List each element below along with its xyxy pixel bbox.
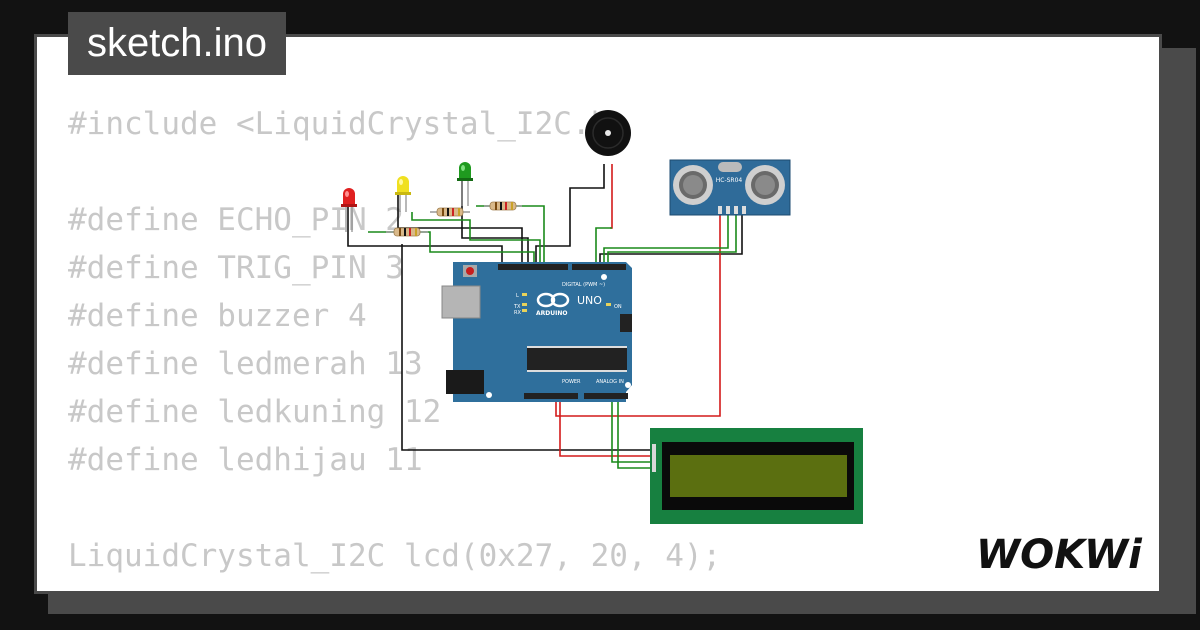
wire-yellow-led-cathode <box>397 192 523 266</box>
code-line-buzzer: #define buzzer 4 <box>68 298 367 334</box>
wire-lcd-scl <box>617 398 658 469</box>
code-line-ledkuning: #define ledkuning 12 <box>68 394 442 430</box>
wires <box>347 164 743 469</box>
arduino-rx-label: RX <box>514 310 521 316</box>
wire-yellow-led-signal <box>411 212 541 266</box>
lcd-display <box>650 428 863 524</box>
code-line-ledhijau: #define ledhijau 11 <box>68 442 423 478</box>
code-line-lcd: LiquidCrystal_I2C lcd(0x27, 20, 4); <box>68 538 722 574</box>
arduino-power-label: POWER <box>562 379 581 385</box>
wire-sensor-trig <box>603 212 729 266</box>
wire-buzzer-gnd <box>535 164 605 266</box>
wokwi-logo[interactable]: WOKWi <box>976 524 1152 580</box>
arduino-analog-label: ANALOG IN <box>596 379 624 385</box>
led-green <box>457 162 473 206</box>
wire-red-led-signal <box>368 231 535 266</box>
resistor-yellow-led <box>430 207 470 217</box>
arduino-brand-label: ARDUINO <box>536 310 567 317</box>
arduino-tx-label: TX <box>513 304 521 310</box>
wokwi-logo-text: WOKWi <box>976 532 1143 578</box>
file-name-tab[interactable]: sketch.ino <box>68 12 286 75</box>
led-yellow <box>395 176 411 212</box>
wire-sensor-vcc <box>555 212 721 417</box>
code-line-include: #include <LiquidCrystal_I2C.h> <box>68 106 628 142</box>
resistor-red-led <box>386 227 428 237</box>
code-line-ledmerah: #define ledmerah 13 <box>68 346 423 382</box>
resistor-green-led <box>484 201 522 211</box>
sensor-label: HC-SR04 <box>716 177 743 184</box>
led-red <box>341 188 357 232</box>
wire-buzzer-signal <box>610 164 613 229</box>
wire-red-led-cathode <box>347 204 503 266</box>
arduino-uno: UNO ARDUINO DIGITAL (PWM ~) ANALOG IN PO… <box>441 262 632 402</box>
arduino-l-label: L <box>516 293 519 299</box>
wire-lcd-gnd <box>401 244 658 451</box>
wire-lcd-vcc <box>559 398 658 457</box>
wire-lcd-sda <box>611 398 658 463</box>
wire-sensor-gnd <box>599 212 743 266</box>
wire-sensor-echo <box>607 212 737 266</box>
arduino-model-label: UNO <box>577 294 602 307</box>
code-line-echo-pin: #define ECHO_PIN 2 <box>68 202 404 238</box>
arduino-digital-label: DIGITAL (PWM ~) <box>562 282 605 288</box>
ultrasonic-sensor: HC-SR04 <box>669 159 791 216</box>
code-line-trig-pin: #define TRIG_PIN 3 <box>68 250 404 286</box>
arduino-on-label: ON <box>614 304 622 310</box>
wire-buzzer-pin <box>595 227 612 266</box>
buzzer <box>585 110 631 156</box>
